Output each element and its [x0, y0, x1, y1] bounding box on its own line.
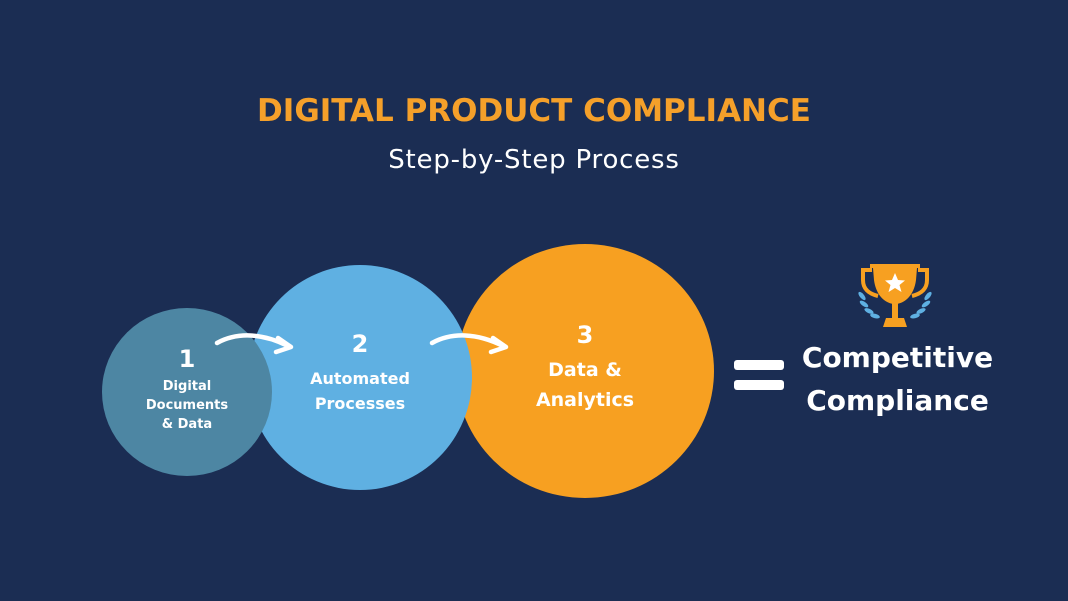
step-2-circle: 2 Automated Processes [248, 265, 472, 490]
trophy-icon [858, 264, 932, 327]
step-number: 2 [351, 329, 369, 358]
arrow-icon [214, 333, 294, 355]
step-label: Data & Analytics [535, 359, 635, 411]
equals-icon [734, 360, 784, 392]
page-subtitle: Step-by-Step Process [388, 145, 680, 175]
page-title: DIGITAL PRODUCT COMPLIANCE [257, 93, 811, 129]
step-label: Automated Processes [310, 368, 410, 413]
step-number: 3 [576, 321, 594, 349]
step-3-circle: 3 Data & Analytics [456, 244, 714, 498]
step-number: 1 [178, 344, 196, 373]
result-label: Competitive Compliance [801, 341, 994, 417]
arrow-icon [429, 333, 509, 355]
step-label: Digital Documents & Data [145, 378, 229, 432]
